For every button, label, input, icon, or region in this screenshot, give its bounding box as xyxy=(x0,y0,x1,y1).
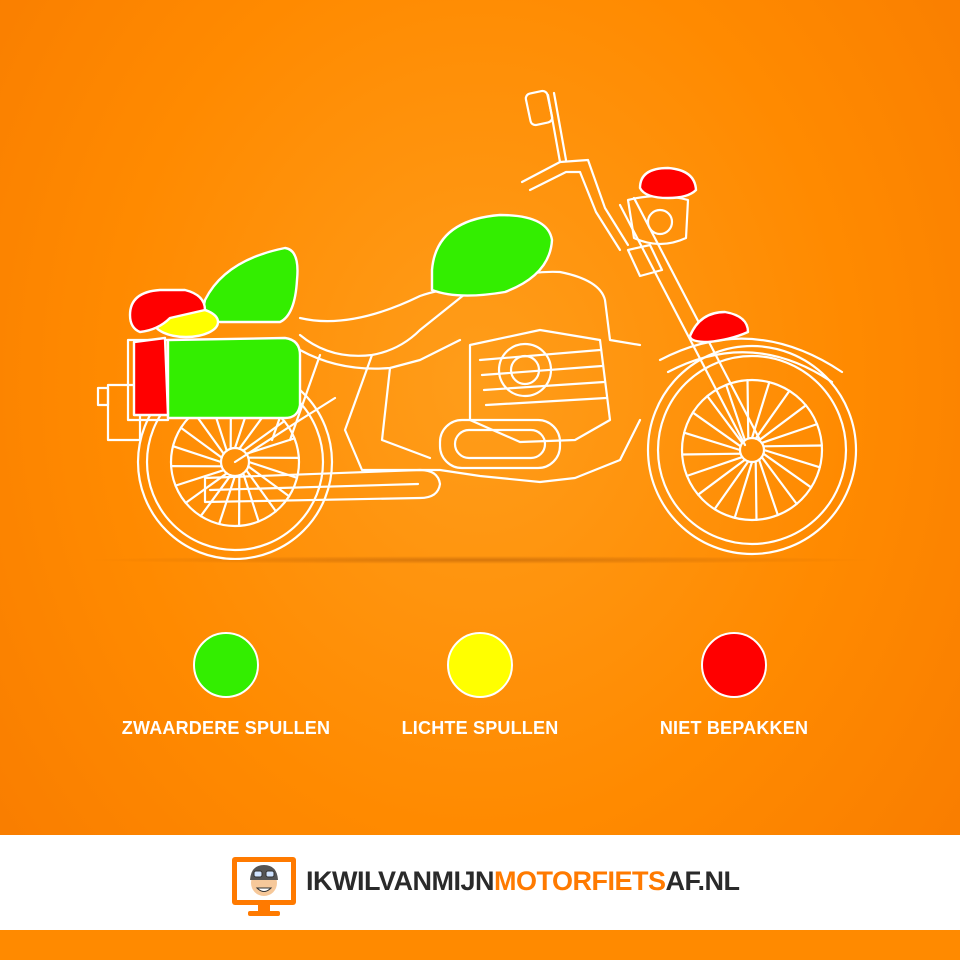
wheel-spoke xyxy=(733,460,754,519)
legend-dot-none xyxy=(701,632,767,698)
wheel-spoke xyxy=(247,465,291,498)
wheel-spoke xyxy=(762,452,813,489)
legend-none: NIET BEPAKKEN xyxy=(604,632,864,739)
motorcycle-diagram xyxy=(106,166,858,556)
wheel-spoke xyxy=(681,452,742,456)
legend-label-light: LICHTE SPULLEN xyxy=(401,718,559,738)
wheel-spoke xyxy=(713,460,750,511)
logo-text-orange: MOTORFIETS xyxy=(493,866,666,896)
wheel-spoke xyxy=(199,474,232,518)
zone-front-fender-none xyxy=(688,310,750,344)
zone-seatbag-heavy xyxy=(202,246,299,324)
wheel-spoke xyxy=(757,404,807,442)
logo-text-end: AF.NL xyxy=(665,866,741,896)
wheel-spoke xyxy=(697,458,747,496)
wheel-spoke xyxy=(245,437,296,455)
legend-dot-heavy xyxy=(193,632,259,698)
front-wheel xyxy=(646,344,858,556)
wheel-spoke xyxy=(685,455,744,477)
footer-bar xyxy=(0,835,960,930)
wheel-spoke xyxy=(179,426,223,459)
exhaust-pipe xyxy=(203,468,442,504)
ground-shadow xyxy=(80,556,880,564)
wheel-spoke xyxy=(754,389,791,440)
footer-strip xyxy=(0,930,960,960)
zone-rear-side-none xyxy=(132,336,170,417)
wheel-spoke xyxy=(762,448,821,469)
wheel-spoke xyxy=(691,411,742,448)
wheel-spoke xyxy=(683,431,742,452)
engine xyxy=(438,328,612,470)
wheel-spoke xyxy=(706,395,744,445)
logo-text-dark: IKWILVANMIJN xyxy=(306,866,494,896)
front-fender xyxy=(658,337,844,374)
legend-dot-light xyxy=(447,632,513,698)
license-plate-holder xyxy=(106,383,142,442)
wheel-spoke xyxy=(725,383,747,442)
wheel-spoke xyxy=(754,460,758,521)
wheel-spoke xyxy=(218,474,237,526)
zone-headlight-none xyxy=(638,166,698,200)
monitor-helmet-mascot-icon xyxy=(232,857,296,916)
wheel-spoke xyxy=(193,411,225,455)
wheel-spoke xyxy=(174,469,225,487)
legend-label-none: NIET BEPAKKEN xyxy=(659,718,809,738)
zone-tank-heavy xyxy=(430,213,554,297)
wheel-spoke xyxy=(760,423,819,445)
wheel-spoke xyxy=(762,444,823,448)
wheel-spoke xyxy=(760,455,798,505)
wheel-spoke xyxy=(242,472,260,523)
zone-saddlebag-heavy xyxy=(166,336,302,420)
wheel-spoke xyxy=(746,379,750,440)
legend-light: LICHTE SPULLEN xyxy=(350,632,610,739)
wheel-spoke xyxy=(757,458,779,517)
wheel-spoke xyxy=(171,445,223,464)
legend-label-heavy: ZWAARDERE SPULLEN xyxy=(121,718,331,738)
site-logo-text: IKWILVANMIJNMOTORFIETSAF.NL xyxy=(306,866,740,897)
zone-rear-rack-none xyxy=(128,288,207,334)
legend-heavy: ZWAARDERE SPULLEN xyxy=(96,632,356,739)
